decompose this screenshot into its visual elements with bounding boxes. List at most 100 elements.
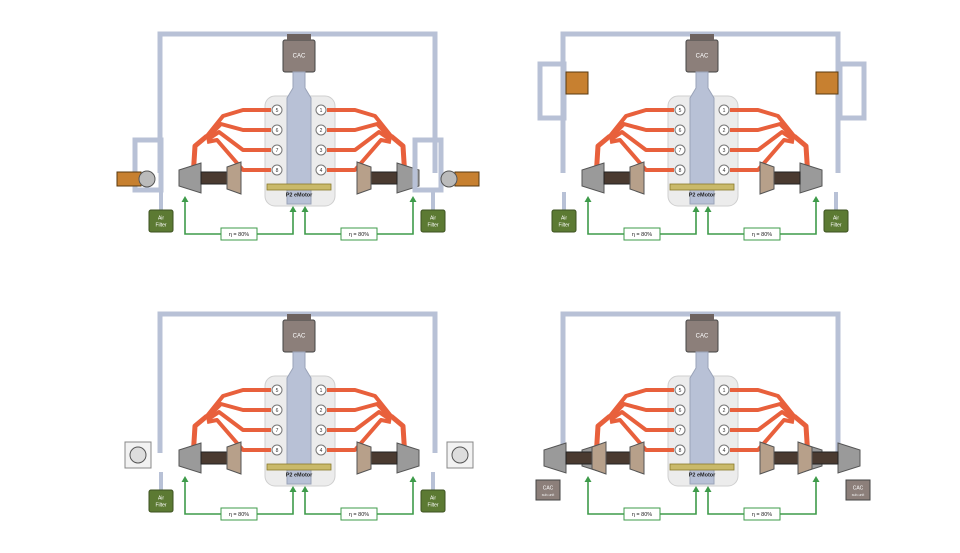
air-filter-label: Air [561, 215, 567, 221]
electric-compressor [116, 171, 142, 187]
intake-plenum [689, 71, 715, 205]
exhaust-runner [609, 138, 674, 172]
arrow-head [181, 196, 189, 202]
emotor-label: P2 eMotor [286, 192, 313, 198]
arrow-head [289, 206, 297, 212]
cylinder [315, 444, 327, 456]
air-filter-label: Air [430, 495, 436, 501]
turbo-shaft [773, 451, 801, 465]
cac-cap [690, 34, 714, 40]
intake-pipe [837, 61, 867, 121]
turbine-housing [759, 161, 775, 195]
cylinder-number: 6 [679, 128, 682, 134]
exhaust-runner [730, 130, 796, 152]
compressor-housing [799, 162, 823, 194]
cylinder-number: 6 [276, 128, 279, 134]
turbine-housing [356, 441, 372, 475]
turbo-shaft [811, 451, 839, 465]
exhaust-runner [205, 388, 271, 418]
cylinder [315, 384, 327, 396]
side-fan [129, 446, 147, 464]
cylinder [271, 124, 283, 136]
compressor-housing [396, 442, 420, 474]
efficiency-box [743, 507, 781, 521]
efficiency-box [220, 507, 258, 521]
turbo-shaft [603, 451, 631, 465]
cylinder [674, 404, 686, 416]
air-filter [420, 489, 446, 513]
cylinder [674, 384, 686, 396]
cylinder [271, 384, 283, 396]
cylinder [315, 124, 327, 136]
turbo-shaft [565, 451, 593, 465]
cylinder-number: 3 [723, 428, 726, 434]
cylinder [315, 144, 327, 156]
cylinder-number: 5 [276, 388, 279, 394]
exhaust-manifold-left [190, 108, 271, 183]
exhaust-runner [608, 122, 674, 140]
cylinder-number: 3 [320, 428, 323, 434]
cylinder-number: 1 [723, 108, 726, 114]
arrow-head [409, 476, 417, 482]
cac-label: CAC [293, 54, 306, 60]
arrow-head [812, 196, 820, 202]
cylinder-number: 7 [276, 428, 279, 434]
efficiency-label: η = 80% [229, 512, 249, 518]
cylinder-number: 8 [276, 448, 279, 454]
air-filter-label: Filter [558, 222, 569, 228]
exhaust-runner [206, 138, 271, 172]
cylinder-number: 5 [679, 108, 682, 114]
cylinder [271, 404, 283, 416]
efficiency-label: η = 80% [752, 232, 772, 238]
air-filter-label: Filter [830, 222, 841, 228]
exhaust-runner [730, 410, 796, 432]
cac-cap [287, 34, 311, 40]
emotor-bar [266, 183, 332, 191]
exhaust-runner [608, 410, 674, 432]
air-filter-label: Air [833, 215, 839, 221]
arrow-head [704, 206, 712, 212]
compressor-housing [837, 442, 861, 474]
air-filter-label: Air [158, 215, 164, 221]
arrow-head [692, 206, 700, 212]
electric-compressor [565, 71, 589, 95]
efficiency-label: η = 80% [632, 232, 652, 238]
cylinder [674, 164, 686, 176]
cylinder [674, 104, 686, 116]
exhaust-runner [327, 138, 392, 172]
efficiency-label: η = 80% [349, 512, 369, 518]
cylinder-number: 2 [320, 408, 323, 414]
cac-small-label: CAC [853, 485, 864, 491]
cac-small-sublabel: sub-unit [852, 493, 864, 497]
intake-plenum [286, 71, 312, 205]
cac-cap [690, 314, 714, 320]
intake-plenum [689, 351, 715, 485]
cylinder [315, 424, 327, 436]
cac-small-label: CAC [543, 485, 554, 491]
air-filter [823, 209, 849, 233]
electric-compressor [815, 71, 839, 95]
arrow-head [409, 196, 417, 202]
cylinder [674, 124, 686, 136]
cylinder-number: 4 [723, 448, 726, 454]
cac-small-sublabel: sub-unit [542, 493, 554, 497]
turbo-shaft [773, 171, 801, 185]
cylinder [271, 144, 283, 156]
cylinder [718, 444, 730, 456]
air-filter [551, 209, 577, 233]
exhaust-manifold-left [190, 388, 271, 463]
exhaust-runner [205, 410, 271, 432]
air-filter [148, 489, 174, 513]
efficiency-label: η = 80% [349, 232, 369, 238]
air-filter-label: Filter [427, 222, 438, 228]
cylinder-number: 6 [679, 408, 682, 414]
cylinder-number: 4 [320, 448, 323, 454]
arrow-head [301, 486, 309, 492]
cac-unit-small [535, 479, 561, 501]
cylinder [718, 104, 730, 116]
arrow-head [301, 206, 309, 212]
turbo-shaft [603, 171, 631, 185]
